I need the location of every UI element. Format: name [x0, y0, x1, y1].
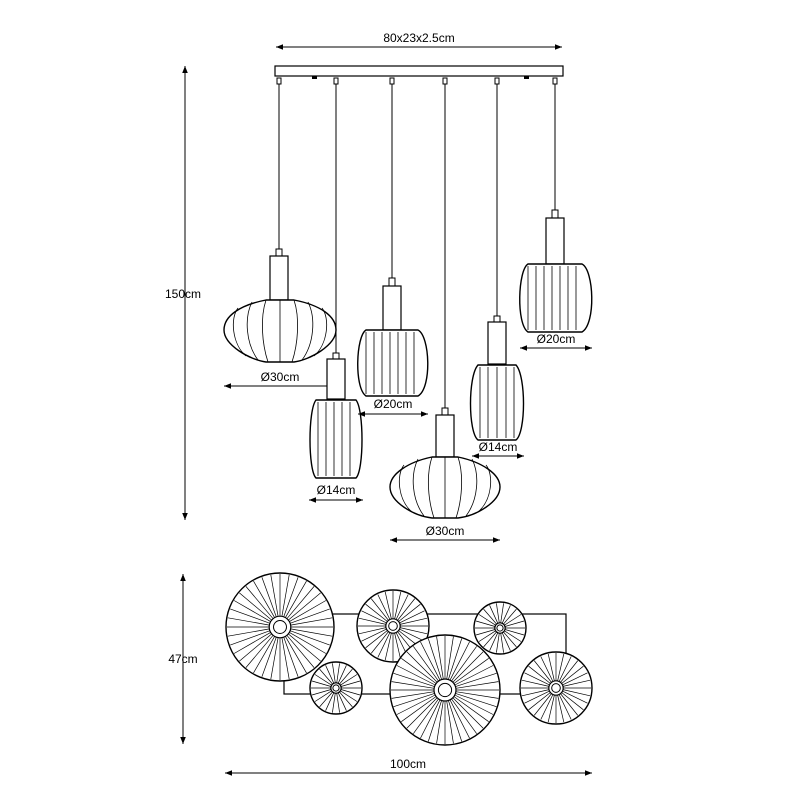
top-view-disc-5 — [389, 634, 501, 746]
top-view-discs — [225, 572, 593, 746]
depth-dimension-label: 47cm — [168, 652, 197, 666]
shade-3-label: Ø20cm — [374, 397, 413, 411]
top-view-disc-2 — [356, 589, 430, 663]
shade-4-label: Ø30cm — [426, 524, 465, 538]
shade-1-onion — [223, 248, 337, 363]
shade-1-label: Ø30cm — [261, 370, 300, 384]
shade-5-label: Ø14cm — [479, 440, 518, 454]
height-dimension-label: 150cm — [165, 287, 201, 301]
width-dimension-label: 100cm — [390, 757, 426, 771]
canopy-dimension-label: 80x23x2.5cm — [383, 31, 454, 45]
shade-6-label: Ø20cm — [537, 332, 576, 346]
top-view-disc-6 — [519, 651, 593, 725]
shade-6-lantern — [519, 209, 593, 333]
shade-6-dimension: Ø20cm — [520, 332, 592, 351]
shade-2-dimension: Ø14cm — [309, 483, 363, 503]
width-dimension: 100cm — [225, 757, 592, 776]
pendant-cords — [278, 78, 556, 410]
canopy-dimension: 80x23x2.5cm — [276, 31, 562, 50]
cord-clips — [276, 77, 558, 85]
shade-5-dimension: Ø14cm — [472, 440, 524, 459]
depth-dimension: 47cm — [168, 574, 198, 744]
top-view-disc-4 — [309, 661, 363, 715]
height-dimension: 150cm — [165, 66, 201, 520]
shade-4-onion — [389, 407, 501, 519]
shade-2-label: Ø14cm — [317, 483, 356, 497]
shade-1-dimension: Ø30cm — [224, 370, 336, 389]
shade-4-dimension: Ø30cm — [390, 524, 500, 543]
top-view-disc-3 — [473, 601, 527, 655]
shade-2-small-cylinder — [309, 352, 363, 479]
shade-3-dimension: Ø20cm — [358, 397, 428, 417]
canopy-bar — [274, 65, 564, 79]
shade-5-small-cylinder — [469, 315, 525, 441]
top-view-disc-1 — [225, 572, 335, 682]
shade-3-lantern — [357, 277, 429, 397]
top-view — [225, 572, 593, 746]
